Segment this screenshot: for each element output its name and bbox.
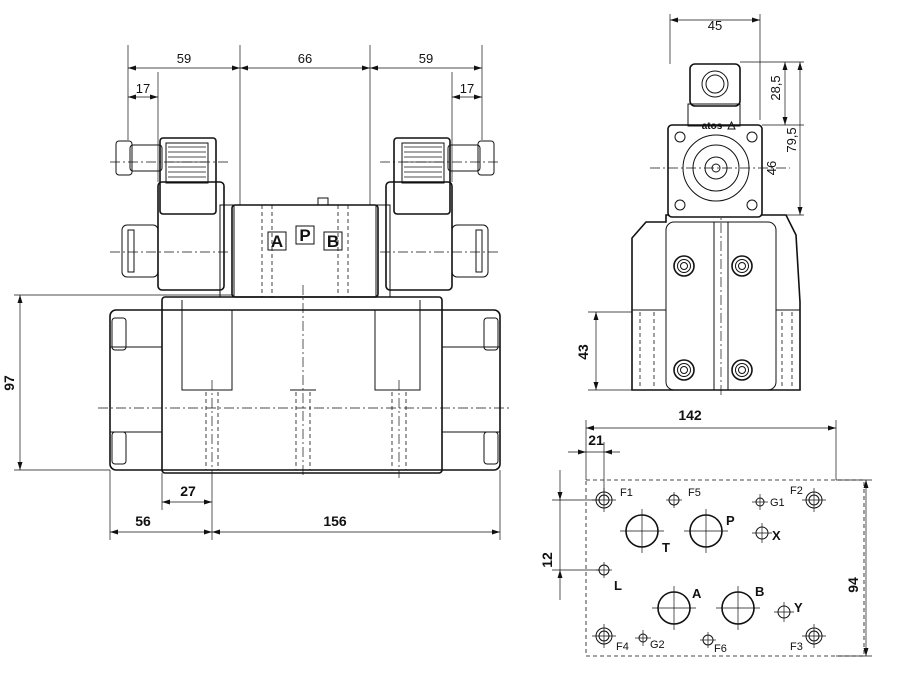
port-p: P bbox=[684, 509, 735, 553]
svg-text:P: P bbox=[299, 226, 310, 245]
hole-g1: G1 bbox=[752, 494, 785, 510]
svg-text:43: 43 bbox=[575, 344, 591, 360]
svg-text:F2: F2 bbox=[790, 485, 803, 497]
svg-text:17: 17 bbox=[136, 81, 150, 96]
port-t: T bbox=[620, 509, 670, 555]
svg-text:46: 46 bbox=[764, 161, 779, 175]
mounting-surface-outline bbox=[585, 479, 865, 657]
right-solenoid bbox=[380, 137, 500, 291]
hole-f6: F6 bbox=[700, 632, 727, 655]
front-bottom-dimensions: 27 56 156 bbox=[109, 470, 501, 540]
port-a-marker: A bbox=[267, 231, 287, 251]
svg-text:P: P bbox=[726, 513, 735, 528]
spool-housing: A P B bbox=[219, 197, 391, 298]
hole-f2: F2 bbox=[790, 485, 826, 512]
svg-text:F1: F1 bbox=[620, 487, 633, 499]
svg-text:A: A bbox=[692, 586, 702, 601]
svg-text:79,5: 79,5 bbox=[784, 127, 799, 152]
side-body bbox=[631, 205, 801, 398]
svg-text:F4: F4 bbox=[616, 641, 629, 653]
hole-f4: F4 bbox=[592, 624, 629, 653]
hole-f5: F5 bbox=[666, 487, 701, 508]
svg-text:27: 27 bbox=[180, 483, 196, 499]
port-b: B bbox=[716, 584, 764, 630]
plate-view: 142 21 12 94 F1 bbox=[539, 407, 872, 657]
front-height-dimension: 97 bbox=[1, 294, 232, 471]
valve-body bbox=[98, 285, 512, 478]
svg-text:45: 45 bbox=[708, 18, 722, 33]
port-p-marker: P bbox=[295, 225, 315, 245]
port-b-marker: B bbox=[323, 231, 343, 251]
port-a: A bbox=[652, 586, 702, 630]
svg-text:B: B bbox=[755, 584, 764, 599]
front-view: A P B bbox=[1, 45, 512, 540]
svg-text:21: 21 bbox=[588, 432, 604, 448]
hole-f3: F3 bbox=[790, 624, 826, 653]
svg-text:156: 156 bbox=[323, 513, 347, 529]
svg-text:28,5: 28,5 bbox=[768, 75, 783, 100]
svg-text:17: 17 bbox=[460, 81, 474, 96]
svg-text:12: 12 bbox=[539, 552, 555, 568]
side-bolt-icon bbox=[731, 359, 753, 381]
side-dimensions: 45 28,5 79,5 46 43 bbox=[575, 14, 804, 391]
side-solenoid: atos bbox=[650, 63, 790, 218]
port-l: L bbox=[596, 562, 622, 593]
svg-text:97: 97 bbox=[1, 375, 17, 391]
svg-text:142: 142 bbox=[678, 407, 702, 423]
plate-dimensions: 142 21 12 94 bbox=[539, 407, 872, 657]
side-bolt-icon bbox=[673, 255, 695, 277]
svg-text:94: 94 bbox=[845, 577, 861, 593]
hole-g2: G2 bbox=[635, 630, 665, 651]
svg-text:66: 66 bbox=[298, 51, 312, 66]
svg-text:Y: Y bbox=[794, 600, 803, 615]
left-solenoid bbox=[110, 137, 230, 291]
side-view: atos 45 28,5 79,5 4 bbox=[575, 14, 804, 398]
svg-text:56: 56 bbox=[135, 513, 151, 529]
port-x: X bbox=[752, 523, 781, 543]
svg-text:59: 59 bbox=[177, 51, 191, 66]
port-y: Y bbox=[774, 600, 803, 622]
svg-text:F5: F5 bbox=[688, 487, 701, 499]
side-bolt-icon bbox=[731, 255, 753, 277]
svg-text:X: X bbox=[772, 528, 781, 543]
svg-text:G2: G2 bbox=[650, 639, 665, 651]
svg-text:G1: G1 bbox=[770, 497, 785, 509]
svg-text:T: T bbox=[662, 540, 670, 555]
svg-text:59: 59 bbox=[419, 51, 433, 66]
svg-text:L: L bbox=[614, 578, 622, 593]
svg-text:B: B bbox=[327, 232, 339, 251]
svg-text:F3: F3 bbox=[790, 641, 803, 653]
front-top-dimensions: 59 66 59 17 17 bbox=[127, 45, 483, 205]
svg-text:F6: F6 bbox=[714, 643, 727, 655]
side-bolt-icon bbox=[673, 359, 695, 381]
hole-f1: F1 bbox=[592, 487, 633, 512]
plate-holes: F1 F5 G1 F2 bbox=[592, 485, 826, 655]
svg-text:A: A bbox=[271, 232, 283, 251]
